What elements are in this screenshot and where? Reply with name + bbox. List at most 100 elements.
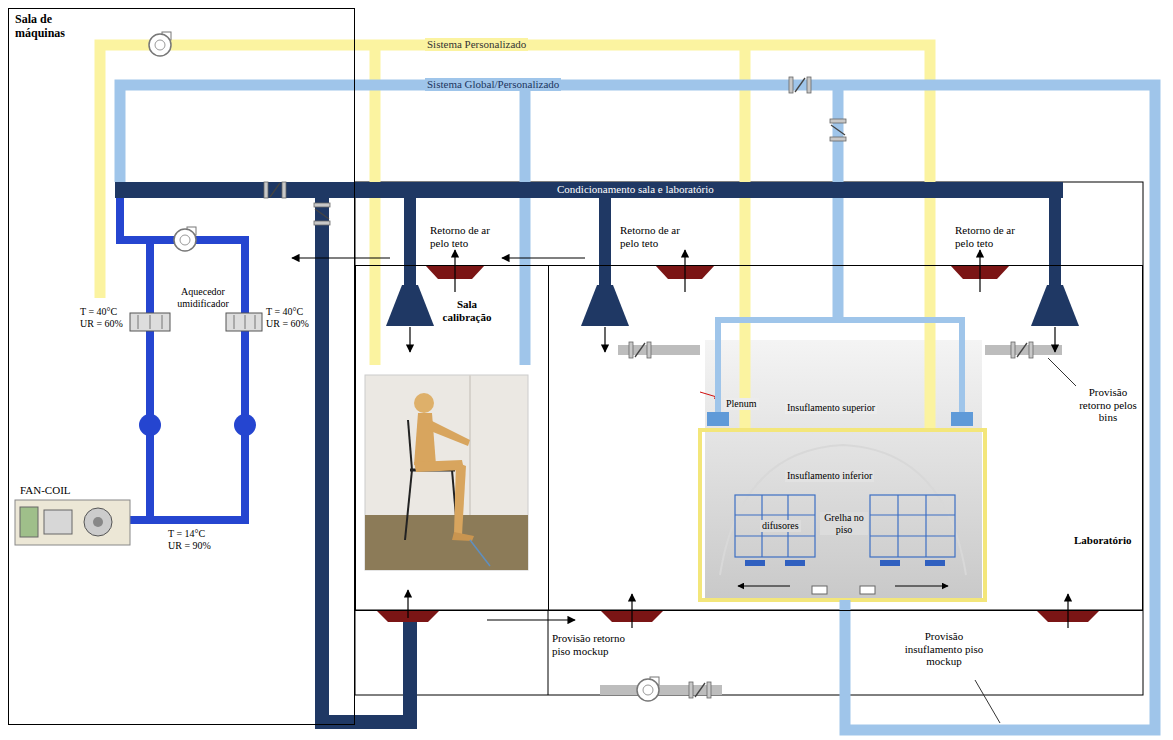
machine-room: Sala de máquinas <box>8 8 355 725</box>
duct-label: Condicionamento sala e laboratório <box>555 183 716 196</box>
condition-label: T = 40°C UR = 60% <box>266 306 314 329</box>
personal-duct <box>370 45 381 365</box>
mockup-photo <box>785 560 805 566</box>
mannequin-photo <box>414 413 436 465</box>
mockup-photo <box>812 586 827 594</box>
mannequin-photo <box>365 515 528 570</box>
water-circuit <box>120 190 249 520</box>
provision-duct <box>600 685 722 695</box>
return-grille <box>376 265 1100 622</box>
laboratory-room: Laboratório <box>548 265 1143 611</box>
room-name: Sala calibração <box>436 298 498 323</box>
mockup-photo <box>880 560 900 566</box>
damper-symbol <box>264 182 286 198</box>
room-duct <box>1049 190 1061 290</box>
provision-duct <box>985 345 1062 355</box>
water-circuit <box>146 240 154 520</box>
humidifier-symbol <box>255 315 256 329</box>
fan-coil-symbol <box>84 508 112 536</box>
mockup-photo <box>870 514 955 515</box>
personal-duct <box>100 45 930 430</box>
room-duct <box>322 198 410 722</box>
airflow-arrow <box>604 327 605 352</box>
damper-symbol <box>689 682 711 698</box>
mannequin-photo <box>428 420 470 446</box>
mockup-photo <box>870 535 955 536</box>
pump-symbol <box>139 414 256 436</box>
equipment-label: Aquecedor umidificador <box>168 286 238 309</box>
airflow-arrow <box>454 250 455 292</box>
mockup-photo <box>720 445 966 575</box>
pump-symbol <box>139 414 161 436</box>
leader-line <box>975 358 1076 723</box>
plenum-box <box>951 412 973 426</box>
ceiling-diffuser <box>1031 285 1079 326</box>
mannequin-photo <box>470 540 490 566</box>
room-duct <box>115 182 1063 198</box>
room-name: Laboratório <box>1074 534 1138 547</box>
mockup-label: Grelha no piso <box>820 512 868 535</box>
fan-coil-symbol <box>15 500 130 545</box>
mockup-label: difusores <box>760 520 801 532</box>
mockup-photo <box>860 586 875 594</box>
room-duct <box>115 190 1063 722</box>
fan-coil-symbol <box>44 510 72 534</box>
mockup-photo <box>738 586 790 587</box>
provision-label: Provisão retorno pelos bins <box>1078 386 1138 424</box>
fan-symbol <box>637 677 659 701</box>
global-duct <box>718 320 962 418</box>
airflow-arrow <box>292 250 1068 628</box>
provision-label: Provisão retorno piso mockup <box>552 632 642 657</box>
mannequin-photo <box>454 462 466 535</box>
humidifier-symbol <box>130 313 170 331</box>
airflow-arrow <box>409 327 410 352</box>
global-duct <box>120 85 1155 730</box>
duct-label: Sistema Global/Personalizado <box>425 78 561 91</box>
humidifier-symbol <box>245 315 246 329</box>
mannequin-photo <box>405 470 412 540</box>
mockup-label: Insuflamento inferior <box>785 470 874 482</box>
mockup-photo <box>735 514 815 515</box>
return-label: Retorno de ar pelo teto <box>430 224 502 249</box>
mockup-photo <box>870 495 955 557</box>
humidifier-symbol <box>226 313 262 331</box>
ceiling-diffuser <box>386 285 434 326</box>
fan-coil-symbol <box>15 500 130 545</box>
mockup-label: Insuflamento superior <box>785 402 877 414</box>
airflow-arrow <box>502 257 585 258</box>
mockup-photo <box>735 495 955 557</box>
plenum-box <box>707 412 973 426</box>
mockup-photo <box>925 495 926 557</box>
provision-duct <box>600 350 1062 690</box>
room-name: Sala de máquinas <box>15 13 79 41</box>
ceiling-diffuser <box>386 285 1079 326</box>
damper-symbol <box>314 203 330 225</box>
fan-coil-symbol <box>20 507 38 537</box>
mannequin-photo <box>365 375 528 570</box>
humidifier-symbol <box>138 315 139 329</box>
return-label: Retorno de ar pelo teto <box>620 224 692 249</box>
damper-symbol <box>629 342 651 358</box>
room-duct <box>404 190 416 290</box>
water-circuit <box>120 190 245 520</box>
mannequin-photo <box>408 420 412 470</box>
fan-symbol <box>149 32 171 56</box>
room-duct <box>599 190 611 290</box>
fan-coil-symbol <box>93 517 103 527</box>
personal-duct <box>740 45 751 430</box>
mockup-photo <box>895 586 948 587</box>
water-circuit <box>128 516 249 524</box>
global-duct <box>520 85 531 365</box>
condition-label: T = 14°C UR = 90% <box>168 528 216 551</box>
damper-symbol <box>264 77 1033 698</box>
mannequin-photo <box>452 532 474 541</box>
condition-label: T = 40°C UR = 60% <box>80 306 128 329</box>
humidifier-symbol <box>162 315 163 329</box>
airflow-arrow <box>684 250 685 292</box>
leader-line <box>975 680 1000 723</box>
mannequin-photo <box>365 375 528 570</box>
airflow-arrow <box>1054 327 1055 352</box>
mockup-photo <box>925 560 945 566</box>
